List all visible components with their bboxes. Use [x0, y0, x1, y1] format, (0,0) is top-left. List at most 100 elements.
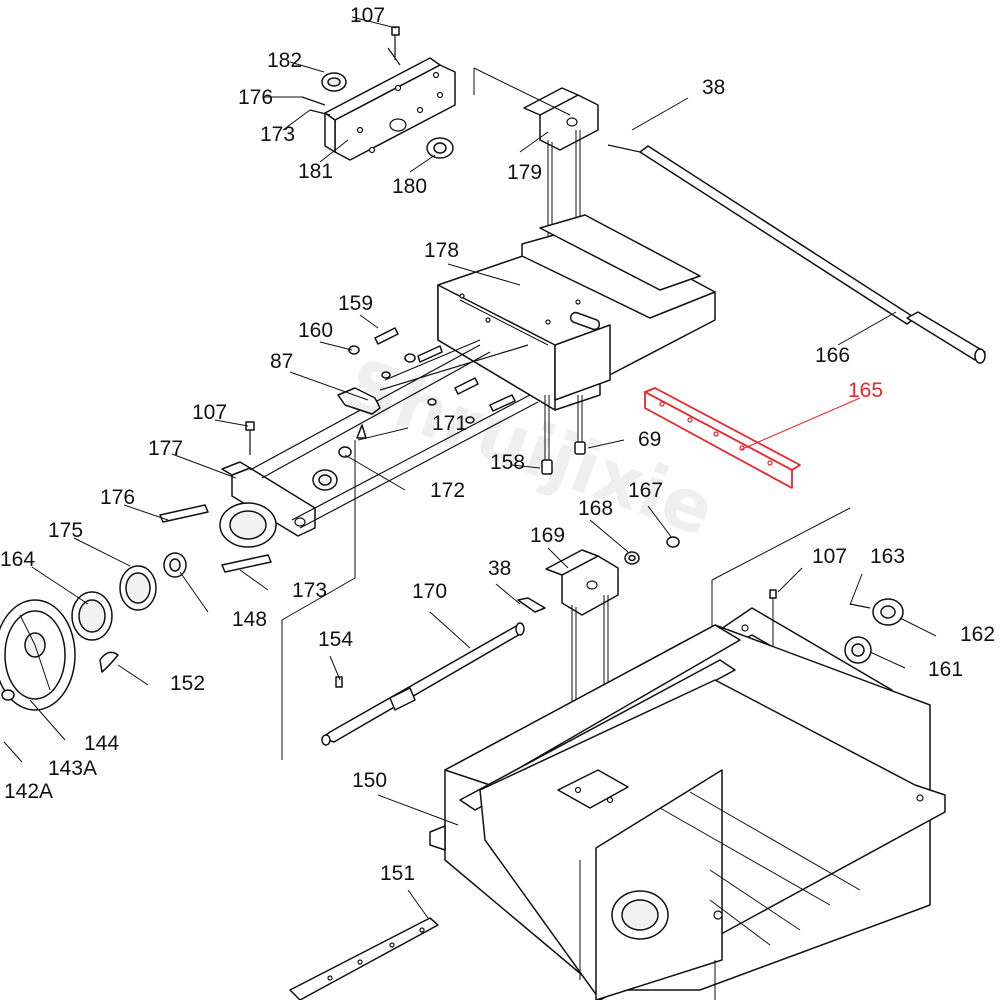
- ring-175-148: [119, 552, 187, 611]
- bearing-182: [321, 72, 347, 92]
- callout-c158: 158: [490, 451, 525, 474]
- leader-c107a: [351, 16, 397, 29]
- gib-strip-165: [644, 387, 801, 489]
- callout-c175: 175: [48, 519, 83, 542]
- callout-c38b: 38: [488, 557, 511, 580]
- leader-c177: [171, 453, 237, 479]
- leader-c182: [289, 61, 325, 73]
- callout-leaders: [3, 16, 937, 919]
- callout-c176b: 176: [100, 486, 135, 509]
- leader-c176b: [123, 504, 169, 521]
- leader-c148: [179, 571, 209, 613]
- leader-c168: [589, 519, 629, 553]
- screws-176-173-upper: [301, 26, 401, 116]
- leader-c107c: [777, 567, 803, 593]
- callout-c166: 166: [815, 344, 850, 367]
- leader-c161: [869, 651, 906, 669]
- callout-c165: 165: [848, 379, 883, 402]
- gear-162: [849, 598, 904, 626]
- leader-c167: [647, 505, 673, 539]
- callout-c176a: 176: [238, 86, 273, 109]
- callout-c87: 87: [270, 350, 293, 373]
- callout-c173a: 173: [260, 123, 295, 146]
- callout-c163: 163: [870, 545, 905, 568]
- leader-c159: [359, 314, 379, 329]
- leader-c151: [407, 889, 429, 919]
- callout-c154: 154: [318, 628, 353, 651]
- shaft-170: [321, 622, 525, 746]
- callout-c162: 162: [960, 623, 995, 646]
- leader-c163: [849, 573, 863, 606]
- leader-c166: [837, 311, 897, 346]
- leader-c164: [31, 566, 89, 605]
- callout-c178: 178: [424, 239, 459, 262]
- leader-c150: [377, 794, 459, 826]
- leader-c87: [289, 371, 369, 401]
- leader-c144: [29, 699, 66, 741]
- handwheel-144: [0, 599, 76, 711]
- key-152: [99, 651, 119, 673]
- callout-c142A: 142A: [4, 780, 53, 803]
- collar-164: [71, 591, 113, 641]
- pins-159-160-87: [245, 327, 516, 458]
- callout-c177: 177: [148, 437, 183, 460]
- leader-c179: [519, 131, 549, 153]
- callout-c151: 151: [380, 862, 415, 885]
- leader-c38a: [631, 97, 689, 131]
- callout-c169: 169: [530, 524, 565, 547]
- callout-c172: 172: [430, 479, 465, 502]
- callout-c160: 160: [298, 319, 333, 342]
- leader-c171: [357, 427, 409, 441]
- callout-c107a: 107: [350, 4, 385, 27]
- callout-c168: 168: [578, 497, 613, 520]
- callout-c148: 148: [232, 608, 267, 631]
- leader-c154: [329, 655, 341, 681]
- callout-c170: 170: [412, 580, 447, 603]
- leader-c158: [511, 464, 541, 469]
- bearing-180: [426, 137, 454, 159]
- callout-c182: 182: [267, 49, 302, 72]
- shaft-166: [607, 144, 986, 364]
- strip-151: [289, 917, 439, 1000]
- callout-c181: 181: [298, 160, 333, 183]
- rods-158-69: [541, 395, 586, 475]
- leader-c172: [344, 454, 406, 491]
- leader-c170: [429, 611, 471, 649]
- callout-c152: 152: [170, 672, 205, 695]
- callout-c171: 171: [432, 412, 467, 435]
- callout-c164: 164: [0, 548, 35, 571]
- saddle-178: [437, 214, 716, 411]
- screws-176-173-front: [159, 504, 272, 573]
- leader-c178: [447, 263, 521, 286]
- bushing-161: [844, 636, 872, 664]
- leader-c160: [319, 341, 353, 351]
- leader-c162: [899, 617, 937, 637]
- leader-c143A: [3, 741, 23, 763]
- leader-c173a: [282, 109, 311, 131]
- leader-c107b: [214, 419, 249, 427]
- callout-c144: 144: [84, 732, 119, 755]
- bearing-front: [312, 469, 338, 491]
- callout-c179: 179: [507, 161, 542, 184]
- leader-c165: [739, 397, 861, 451]
- leader-c38b: [495, 583, 521, 605]
- callout-c161: 161: [928, 658, 963, 681]
- callout-c150: 150: [352, 769, 387, 792]
- callout-c107c: 107: [812, 545, 847, 568]
- leader-c69: [587, 439, 625, 449]
- callout-c38a: 38: [702, 76, 725, 99]
- leader-c181: [319, 139, 349, 163]
- leader-c175: [73, 537, 131, 567]
- leader-c152: [117, 664, 149, 686]
- bracket-181: [324, 57, 456, 161]
- leader-c180: [409, 154, 436, 173]
- callout-c180: 180: [392, 175, 427, 198]
- leader-c173b: [239, 569, 269, 591]
- callout-c159: 159: [338, 292, 373, 315]
- base-150: [429, 624, 946, 1000]
- callout-c69: 69: [638, 428, 661, 451]
- leader-c169: [547, 547, 569, 569]
- callout-c107b: 107: [192, 401, 227, 424]
